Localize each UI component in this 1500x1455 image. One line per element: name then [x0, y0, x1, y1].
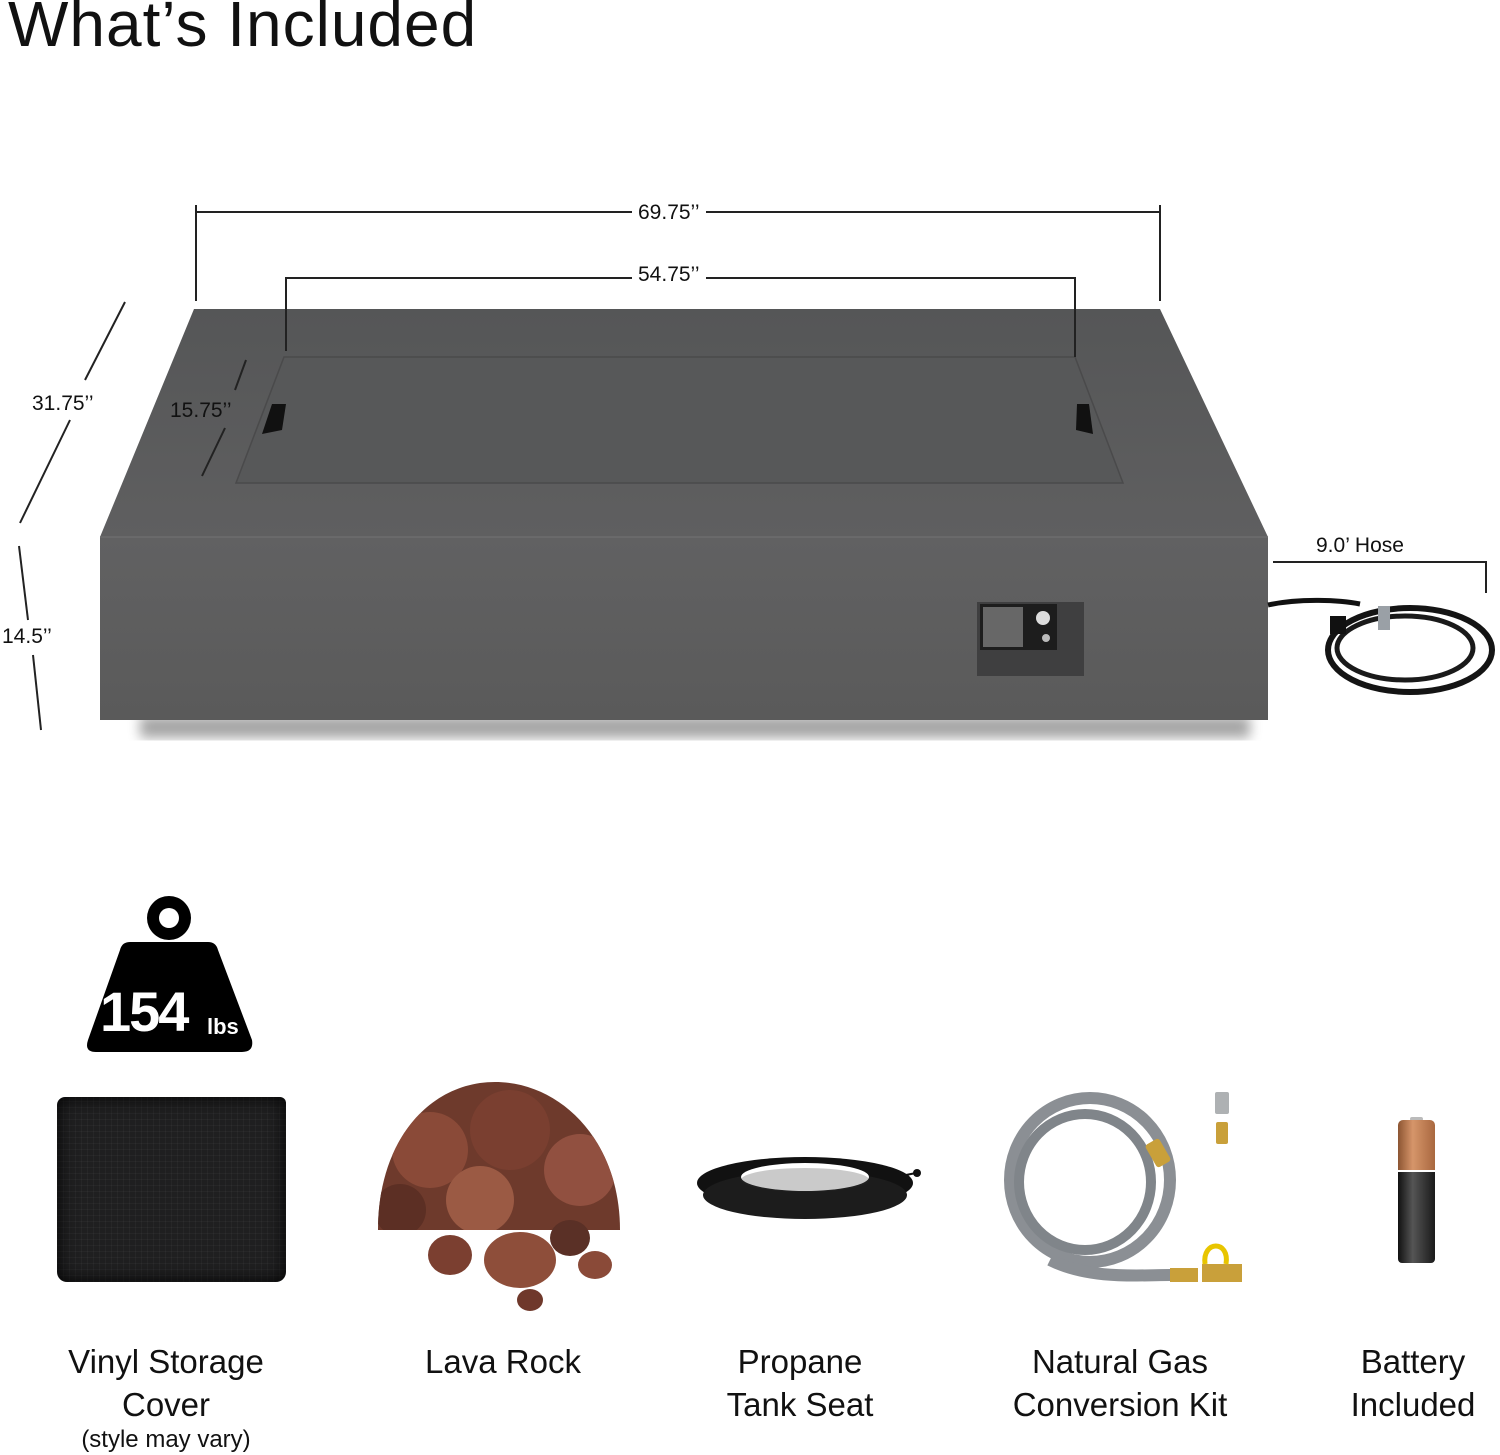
overall-depth-label: 31.75’’	[28, 393, 98, 414]
dimension-tick	[195, 205, 197, 301]
item-label: Included	[1350, 1386, 1476, 1423]
item-label: Natural Gas	[1031, 1343, 1209, 1380]
weight-value: 154	[100, 980, 189, 1043]
item-label: Cover	[121, 1386, 211, 1423]
item-label: Conversion Kit	[1012, 1386, 1228, 1423]
item-note: (style may vary)	[81, 1426, 251, 1453]
dimension-tick	[1159, 205, 1161, 301]
item-label: Lava Rock	[425, 1343, 581, 1380]
tank-seat-icon	[697, 1157, 921, 1219]
depth-dimension-lines	[18, 301, 247, 731]
height-label: 14.5’’	[0, 625, 54, 648]
overall-length-label: 69.75’’	[632, 202, 706, 223]
hose-dimension-line	[1273, 561, 1487, 563]
battery-icon	[1398, 1117, 1435, 1263]
item-tank-seat: Propane Tank Seat	[650, 1340, 950, 1426]
lava-rock-icon	[378, 1082, 620, 1311]
hose-length-label: 9.0’ Hose	[1310, 535, 1410, 556]
item-label: Battery	[1360, 1343, 1466, 1380]
weight-unit: lbs	[207, 1014, 239, 1039]
dimension-tick	[1485, 561, 1487, 593]
item-label: Propane	[737, 1343, 863, 1380]
weight-badge: 154 lbs	[82, 890, 258, 1054]
item-storage-cover: Vinyl Storage Cover (style may vary)	[16, 1340, 316, 1454]
burner-depth-label: 15.75’’	[170, 399, 232, 422]
item-label: Tank Seat	[726, 1386, 874, 1423]
fire-table-illustration	[100, 309, 1495, 738]
item-battery: Battery Included	[1263, 1340, 1500, 1426]
item-gas-conversion-kit: Natural Gas Conversion Kit	[970, 1340, 1270, 1426]
item-lava-rock: Lava Rock	[353, 1340, 653, 1383]
gas-hose-kit-icon	[1004, 1092, 1242, 1282]
weight-icon	[87, 896, 253, 1052]
item-label: Vinyl Storage	[68, 1343, 264, 1380]
dimension-tick	[1074, 277, 1076, 357]
burner-length-label: 54.75’’	[632, 264, 706, 285]
storage-cover-icon	[57, 1097, 286, 1282]
page-title: What’s Included	[8, 0, 478, 60]
dimension-tick	[285, 277, 287, 351]
